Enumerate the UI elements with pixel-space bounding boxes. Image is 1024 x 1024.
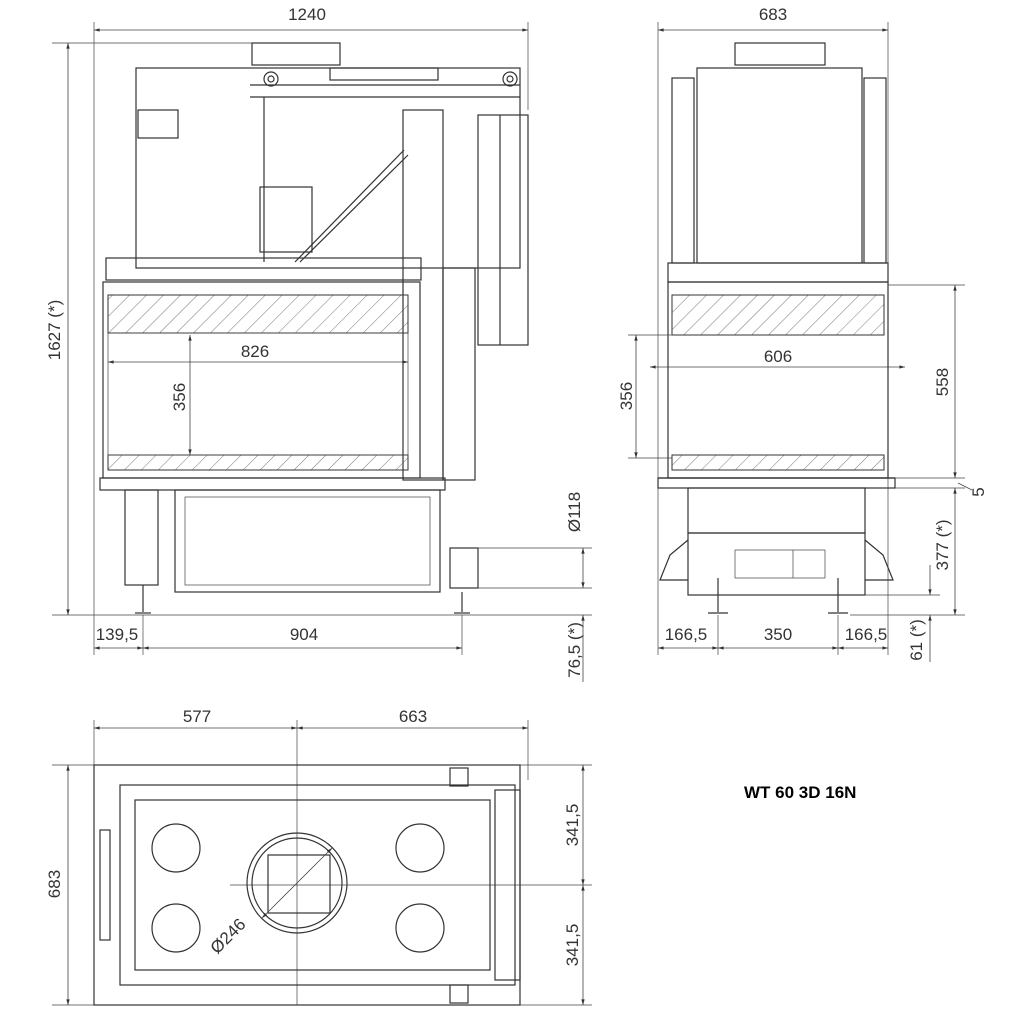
dim-side-firebox-height: 558 (933, 368, 952, 396)
dim-side-leg-offset-left: 166,5 (665, 625, 708, 644)
dim-side-leg-spacing: 350 (764, 625, 792, 644)
dim-side-leg-height: 61 (*) (907, 619, 926, 661)
dim-side-base-height: 377 (*) (933, 519, 952, 570)
dim-side-width: 683 (759, 5, 787, 24)
dim-front-leg-spacing: 904 (290, 625, 318, 644)
dim-top-right-width: 663 (399, 707, 427, 726)
dim-side-glass-height: 356 (617, 382, 636, 410)
dim-side-glass-width: 606 (764, 347, 792, 366)
dim-front-leg-offset: 139,5 (96, 625, 139, 644)
dim-top-half-depth-upper: 341,5 (563, 804, 582, 847)
side-view: 683 606 356 558 5 377 (*) 61 (*) 166,5 3… (617, 5, 988, 662)
dim-air-inlet: Ø118 (565, 492, 584, 532)
dim-front-leg-height: 76,5 (*) (565, 622, 584, 678)
top-view: 577 663 683 341,5 341,5 Ø246 (45, 707, 592, 1006)
dim-front-width: 1240 (288, 5, 326, 24)
dim-top-half-depth-lower: 341,5 (563, 924, 582, 967)
dim-front-glass-width: 826 (241, 342, 269, 361)
dim-top-depth: 683 (45, 870, 64, 898)
dim-front-height: 1627 (*) (45, 300, 64, 360)
dim-side-leg-offset-right: 166,5 (845, 625, 888, 644)
dim-flue-diameter: Ø246 (207, 915, 250, 958)
dim-side-gap: 5 (969, 487, 988, 496)
dim-front-glass-height: 356 (170, 383, 189, 411)
dim-top-left-width: 577 (183, 707, 211, 726)
model-title: WT 60 3D 16N (744, 783, 856, 802)
front-view: 1240 1627 (*) 826 356 Ø118 76,5 (*) 139,… (45, 5, 592, 682)
